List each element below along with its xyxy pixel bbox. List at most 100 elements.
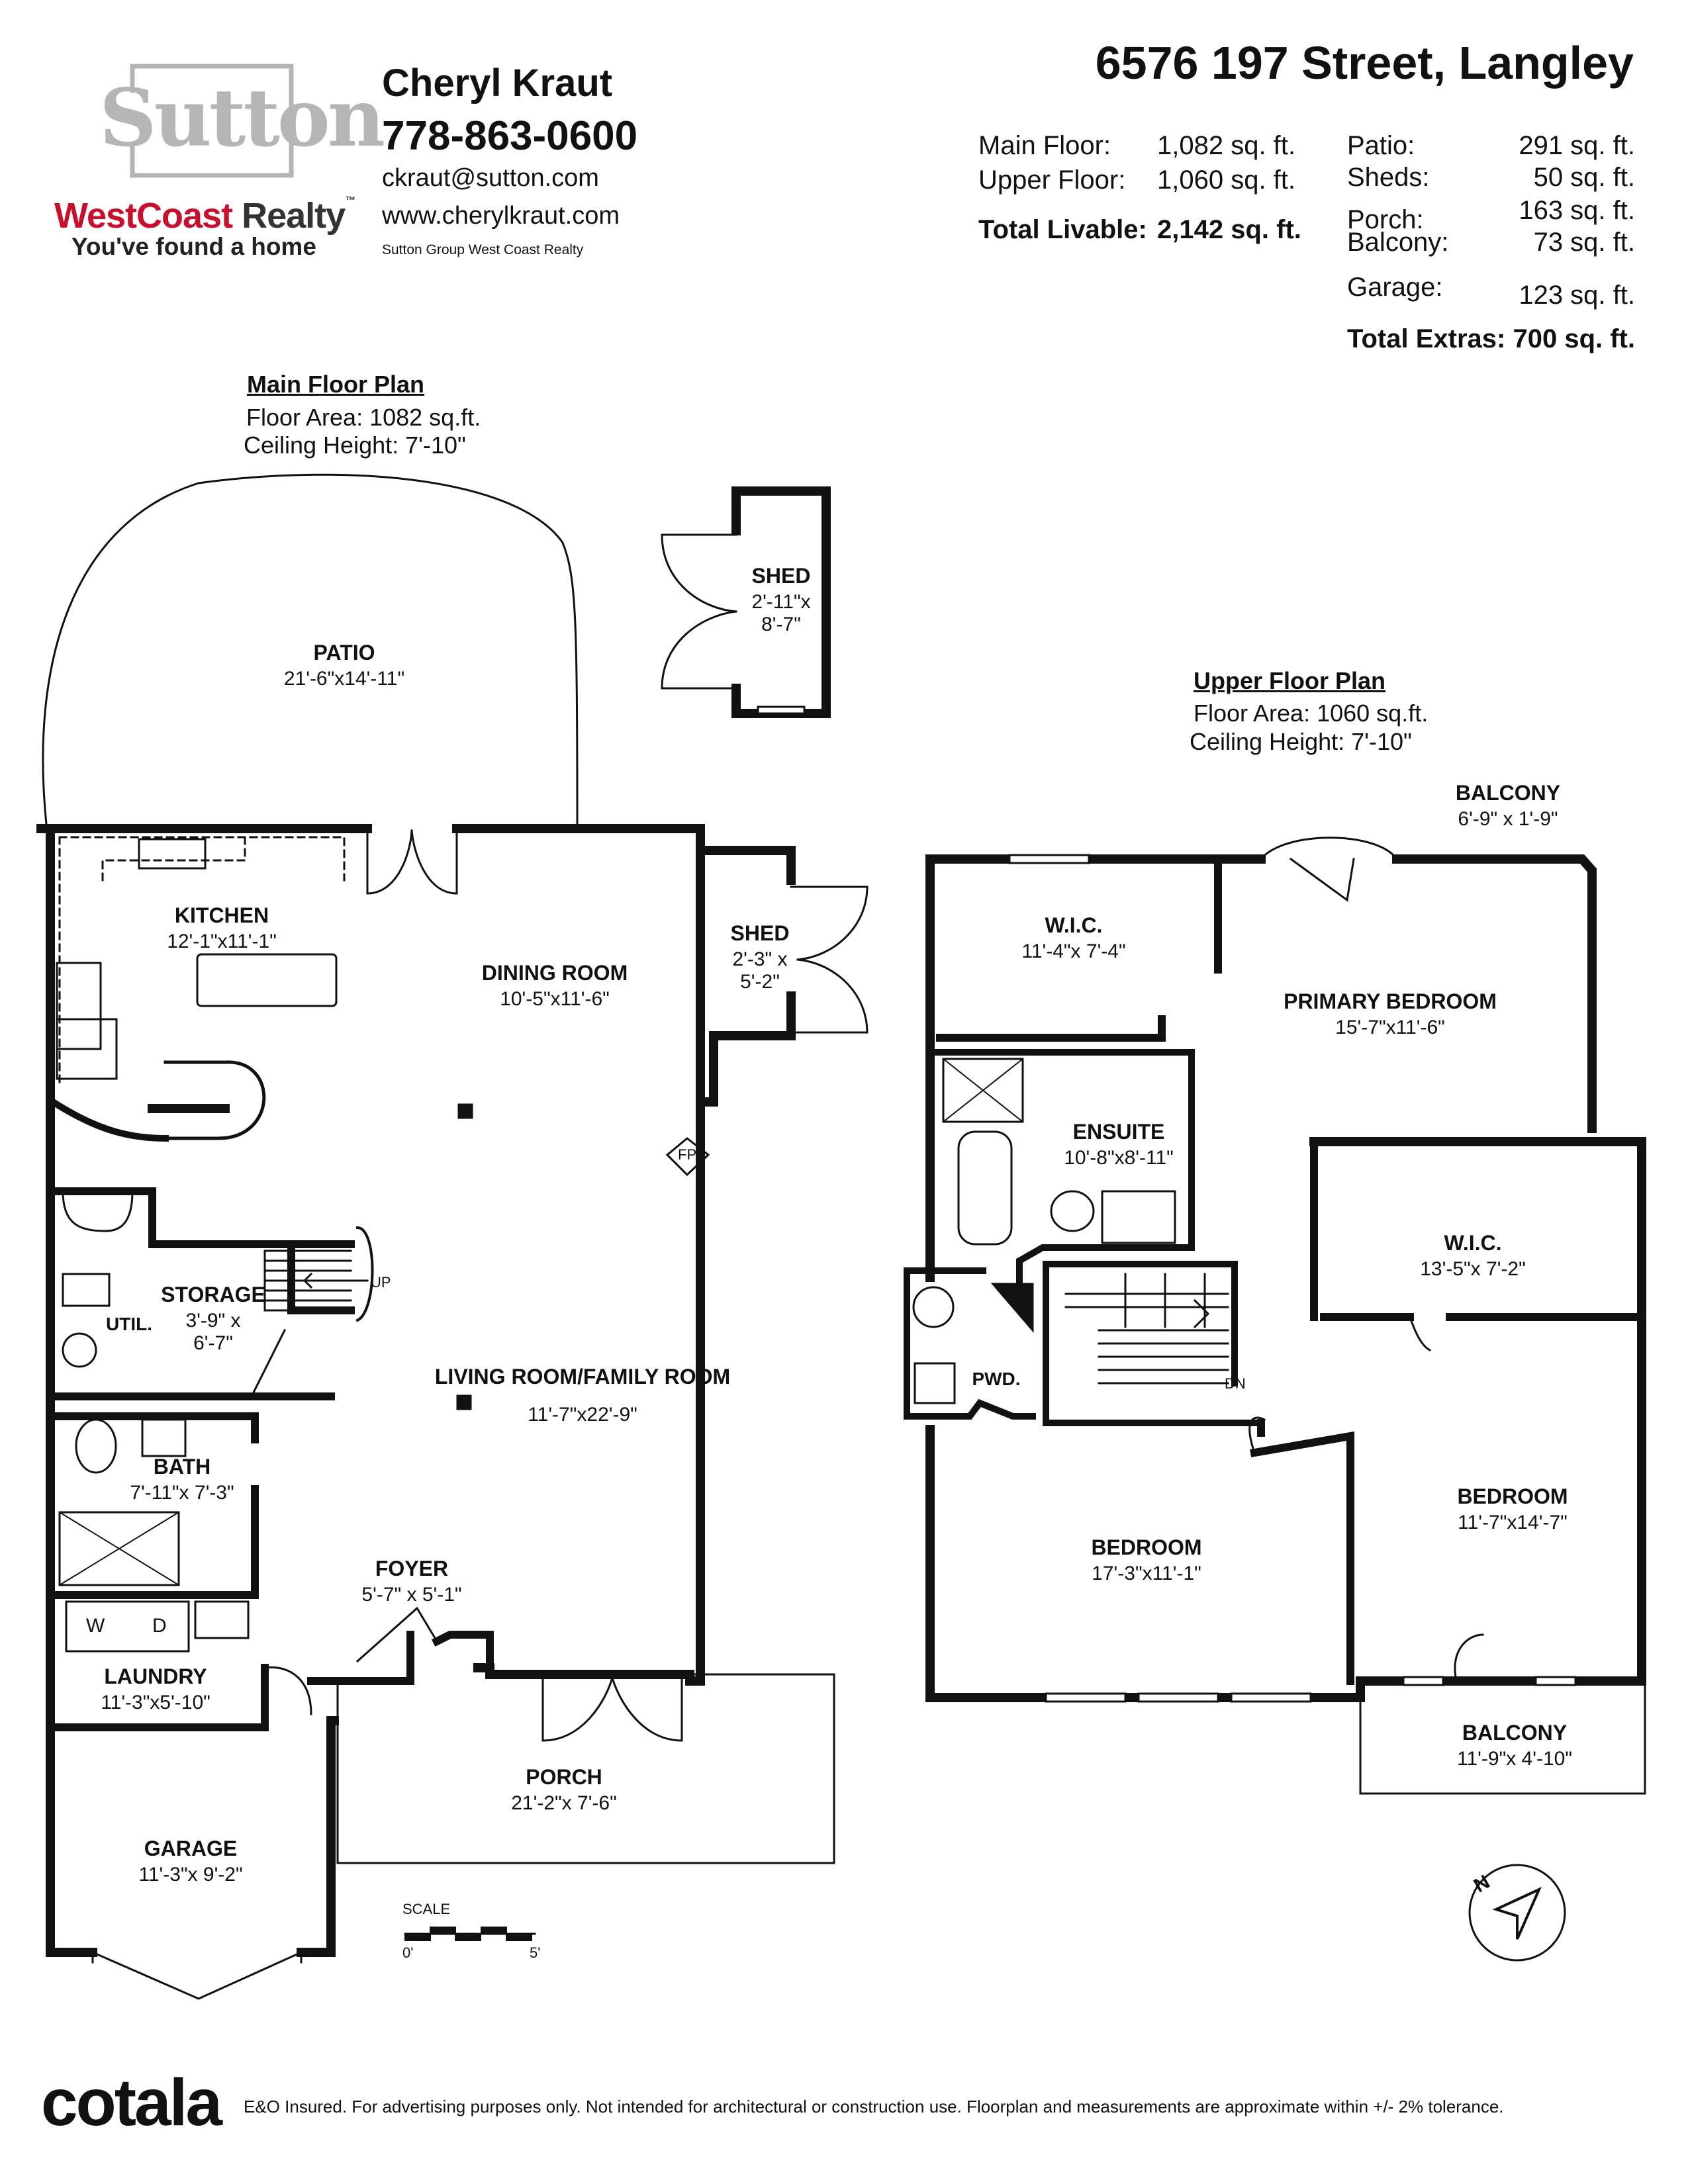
porch-value: 163 sq. ft. bbox=[1519, 196, 1635, 225]
upper-plan-title: Upper Floor Plan bbox=[1194, 667, 1386, 694]
garage-dims: 11'-3"x 9'-2" bbox=[138, 1864, 243, 1886]
primary-name: PRIMARY BEDROOM bbox=[1284, 989, 1497, 1013]
laundry-sink bbox=[194, 1600, 250, 1639]
scale-label: SCALE bbox=[402, 1901, 451, 1917]
agent-website[interactable]: www.cherylkraut.com bbox=[382, 202, 620, 230]
wic1-name: W.I.C. bbox=[1045, 913, 1103, 937]
room-dining: DINING ROOM 10'-5"x11'-6" bbox=[482, 961, 628, 1011]
shed-side-dims1: 2'-3" x bbox=[732, 948, 788, 970]
room-wic-2: W.I.C. 13'-5"x 7'-2" bbox=[1420, 1231, 1526, 1281]
laundry-dims: 11'-3"x5'-10" bbox=[101, 1692, 211, 1713]
shed-side-walls bbox=[696, 846, 796, 1107]
laundry-door-swing bbox=[263, 1666, 312, 1715]
room-primary-bedroom: PRIMARY BEDROOM 15'-7"x11'-6" bbox=[1284, 989, 1497, 1039]
main-floor-label: Main Floor: bbox=[978, 131, 1111, 160]
upper-stair-arrow bbox=[1193, 1298, 1210, 1329]
balcony-bottom-name: BALCONY bbox=[1462, 1721, 1568, 1745]
room-shed-top: SHED 2'-11"x 8'-7" bbox=[751, 564, 810, 636]
agent-name: Cheryl Kraut bbox=[382, 62, 613, 105]
foyer-dims: 5'-7" x 5'-1" bbox=[361, 1584, 462, 1606]
balcony-top-name: BALCONY bbox=[1455, 781, 1561, 805]
room-bedroom-2: BEDROOM 11'-7"x14'-7" bbox=[1457, 1484, 1568, 1534]
bath-dims: 7'-11"x 7'-3" bbox=[130, 1482, 234, 1504]
stair-down-label: DN bbox=[1225, 1375, 1246, 1392]
primary-dims: 15'-7"x11'-6" bbox=[1335, 1017, 1445, 1038]
westcoast-realty-logo: WestCoast Realty™ bbox=[54, 195, 355, 236]
room-laundry: LAUNDRY 11'-3"x5'-10" bbox=[101, 1664, 211, 1714]
upper-plan-floor-area: Floor Area: 1060 sq.ft. bbox=[1194, 700, 1429, 727]
scale-bar bbox=[430, 1927, 456, 1934]
wic1-walls bbox=[936, 855, 1222, 1042]
garage-walls bbox=[46, 1727, 335, 1956]
ensuite-walls bbox=[933, 1049, 1195, 1284]
upper-floor-value: 1,060 sq. ft. bbox=[1157, 165, 1296, 195]
room-bath: BATH 7'-11"x 7'-3" bbox=[130, 1455, 234, 1504]
wic2-walls bbox=[1310, 1138, 1646, 1321]
total-livable-label: Total Livable: bbox=[978, 215, 1147, 244]
porch-dims: 21'-2"x 7'-6" bbox=[511, 1792, 617, 1814]
fireplace-label: FP bbox=[678, 1146, 697, 1163]
bedroom1-name: BEDROOM bbox=[1091, 1535, 1202, 1559]
stair-rail bbox=[355, 1226, 374, 1322]
bedroom-divider bbox=[1250, 1419, 1354, 1685]
garage-door bbox=[91, 1951, 303, 2000]
bath-walls bbox=[46, 1412, 259, 1599]
storage-dims2: 6'-7" bbox=[193, 1332, 233, 1354]
upper-exterior-walls bbox=[925, 854, 1646, 1702]
balcony-top-dims: 6'-9" x 1'-9" bbox=[1458, 808, 1558, 830]
patio-dims: 21'-6"x14'-11" bbox=[283, 668, 405, 690]
patio-label: Patio: bbox=[1347, 131, 1415, 160]
brand-tagline: You've found a home bbox=[71, 233, 316, 260]
pwd-name: PWD. bbox=[972, 1369, 1021, 1389]
main-plan-ceiling: Ceiling Height: 7'-10" bbox=[244, 432, 466, 459]
agent-email[interactable]: ckraut@sutton.com bbox=[382, 164, 599, 192]
disclaimer-text: E&O Insured. For advertising purposes on… bbox=[244, 2097, 1504, 2116]
pwd-chase bbox=[990, 1283, 1034, 1334]
room-foyer: FOYER 5'-7" x 5'-1" bbox=[361, 1557, 461, 1606]
bath-sink bbox=[141, 1418, 187, 1457]
room-wic-1: W.I.C. 11'-4"x 7'-4" bbox=[1021, 913, 1125, 963]
wic2-name: W.I.C. bbox=[1444, 1231, 1502, 1255]
kitchen-name: KITCHEN bbox=[174, 903, 269, 927]
room-patio: PATIO 21'-6"x14'-11" bbox=[284, 641, 404, 690]
shed-side-dims2: 5'-2" bbox=[740, 971, 780, 993]
trademark-symbol: ™ bbox=[345, 195, 355, 206]
stair-up-label: UP bbox=[371, 1274, 391, 1291]
shed-top-doors bbox=[661, 533, 737, 690]
main-plan-title: Main Floor Plan bbox=[247, 371, 425, 398]
ensuite-dims: 10'-8"x8'-11" bbox=[1064, 1147, 1174, 1169]
shower-cross bbox=[58, 1511, 180, 1586]
upper-stair-treads bbox=[1064, 1273, 1229, 1385]
garage-label: Garage: bbox=[1347, 273, 1443, 302]
total-extras-value: 700 sq. ft. bbox=[1513, 324, 1635, 353]
scale-end: 5' bbox=[530, 1944, 541, 1961]
sheds-value: 50 sq. ft. bbox=[1533, 163, 1635, 192]
total-livable-value: 2,142 sq. ft. bbox=[1157, 215, 1301, 244]
patio-outline bbox=[42, 473, 579, 825]
ensuite-toilet bbox=[1050, 1190, 1095, 1232]
shed-side-doors bbox=[790, 886, 868, 1034]
kitchen-dims: 12'-1"x11'-1" bbox=[167, 931, 277, 952]
room-kitchen: KITCHEN 12'-1"x11'-1" bbox=[167, 903, 277, 953]
dining-name: DINING ROOM bbox=[481, 961, 628, 985]
dryer-label: D bbox=[152, 1615, 167, 1637]
wic1-dims: 11'-4"x 7'-4" bbox=[1021, 940, 1126, 962]
main-plan-floor-area: Floor Area: 1082 sq.ft. bbox=[246, 404, 481, 431]
porch-name: PORCH bbox=[526, 1765, 602, 1789]
room-storage: STORAGE 3'-9" x 6'-7" bbox=[161, 1283, 265, 1355]
living-name: LIVING ROOM/FAMILY ROOM bbox=[434, 1365, 731, 1388]
shed-top-window bbox=[757, 705, 806, 715]
upper-top-balcony-outline bbox=[1259, 837, 1399, 861]
living-dims: 11'-7"x22'-9" bbox=[528, 1404, 637, 1426]
shed-side-name: SHED bbox=[730, 921, 790, 945]
shed-top-walls bbox=[731, 486, 831, 718]
storage-dims1: 3'-9" x bbox=[185, 1310, 241, 1332]
ensuite-shower bbox=[942, 1058, 1024, 1123]
agent-phone[interactable]: 778-863-0600 bbox=[382, 113, 638, 159]
util-name: UTIL. bbox=[106, 1314, 152, 1334]
balcony-label: Balcony: bbox=[1347, 228, 1449, 257]
main-floor-value: 1,082 sq. ft. bbox=[1157, 131, 1296, 160]
pwd-sink bbox=[914, 1362, 956, 1404]
laundry-name: LAUNDRY bbox=[104, 1664, 207, 1688]
